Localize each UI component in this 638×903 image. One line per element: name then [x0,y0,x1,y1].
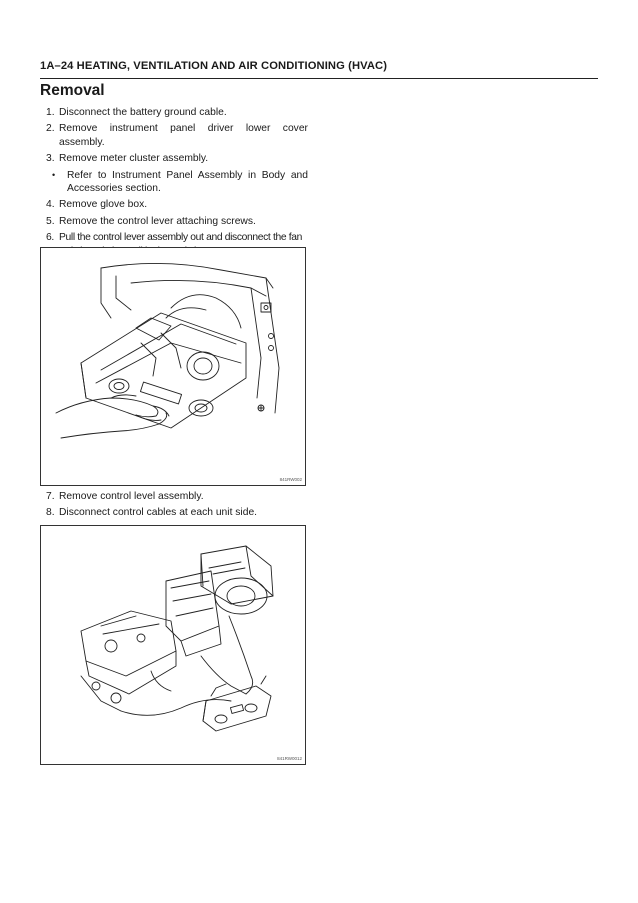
figure-code: 841RW002 [279,477,302,482]
step-3-note: • Refer to Instrument Panel Assembly in … [46,169,308,196]
step-number: 3. [46,153,55,165]
step-1: 1. Disconnect the battery ground cable. [46,106,308,119]
step-text: Remove control level assembly. [59,491,204,502]
step-number: 2. [46,123,55,135]
page-header: 1A–24 HEATING, VENTILATION AND AIR CONDI… [40,60,598,79]
figure-code: 841RW0012 [277,756,302,761]
step-5: 5. Remove the control lever attaching sc… [46,215,308,228]
step-number: 1. [46,107,55,118]
header-title: 1A–24 HEATING, VENTILATION AND AIR CONDI… [40,60,388,72]
step-7: 7. Remove control level assembly. [46,490,308,503]
illustration-control-lever [55,263,280,439]
step-4: 4. Remove glove box. [46,198,308,211]
steps-list-a: 1. Disconnect the battery ground cable. … [46,106,308,258]
step-3: 3. Remove meter cluster assembly. [46,152,308,165]
figure-control-lever-removal: 841RW002 [40,247,306,486]
step-text: Remove instrument panel driver lower cov… [59,123,308,148]
step-number: 7. [46,491,55,502]
step-text: Remove glove box. [59,199,148,211]
step-text: Disconnect control cables at each unit s… [59,507,258,519]
bullet-icon: • [52,169,56,180]
step-2: 2. Remove instrument panel driver lower … [46,122,308,149]
step-text: Remove meter cluster assembly. [59,153,209,165]
steps-list-b: 7. Remove control level assembly. 8. Dis… [46,490,308,520]
step-number: 8. [46,507,55,519]
step-8: 8. Disconnect control cables at each uni… [46,506,308,519]
step-number: 4. [46,199,55,211]
step-text: Remove the control lever attaching screw… [59,215,256,227]
figure-control-cables: 841RW0012 [40,525,306,765]
illustration-control-cables [80,545,274,732]
note-text: Refer to Instrument Panel Assembly in Bo… [67,169,308,195]
step-text: Disconnect the battery ground cable. [59,107,227,118]
step-number: 6. [46,232,54,244]
section-title: Removal [40,82,105,99]
step-number: 5. [46,215,55,227]
